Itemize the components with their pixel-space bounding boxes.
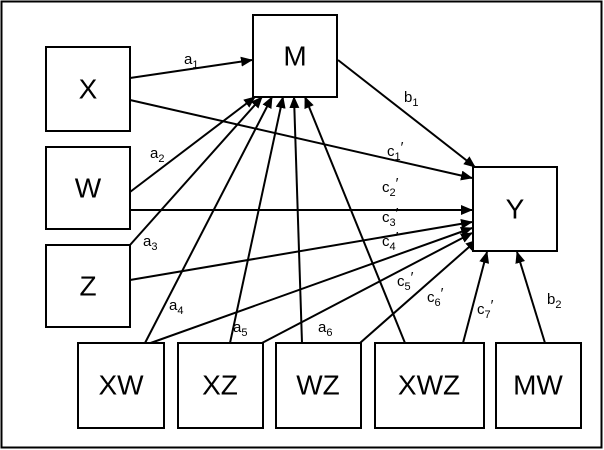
edges bbox=[129, 56, 546, 346]
node-label-x: X bbox=[79, 74, 98, 105]
edge-xwz-m bbox=[304, 96, 406, 344]
edge-xw-m bbox=[144, 96, 273, 344]
edge-m-y bbox=[337, 59, 476, 168]
edge-w-m bbox=[129, 96, 256, 193]
label-c4: c4′ bbox=[382, 229, 399, 253]
node-m: M bbox=[252, 14, 338, 98]
edge-xwz-y bbox=[462, 251, 490, 344]
label-a3: a3 bbox=[143, 233, 157, 253]
node-xw: XW bbox=[77, 342, 165, 429]
label-c1: c1′ bbox=[387, 139, 404, 163]
edge-xz-m bbox=[229, 96, 286, 344]
edge-x-m bbox=[129, 56, 253, 79]
node-label-m: M bbox=[283, 41, 306, 72]
node-w: W bbox=[45, 146, 131, 230]
node-label-y: Y bbox=[506, 194, 525, 225]
label-c3: c3′ bbox=[382, 205, 399, 229]
label-c2: c2′ bbox=[382, 175, 399, 199]
node-label-mw: MW bbox=[513, 370, 563, 401]
edge-mw-y bbox=[515, 251, 546, 344]
node-xz: XZ bbox=[177, 342, 264, 429]
edge-wz-m bbox=[289, 96, 303, 344]
label-b2: b2 bbox=[547, 291, 561, 311]
node-label-xw: XW bbox=[98, 370, 144, 401]
node-label-xwz: XWZ bbox=[398, 370, 460, 401]
edge-z-m bbox=[129, 96, 263, 246]
label-c5: c5′ bbox=[397, 269, 414, 293]
node-x: X bbox=[45, 46, 131, 132]
node-label-z: Z bbox=[79, 271, 96, 302]
edge-z-y bbox=[129, 218, 473, 281]
edge-wz-y bbox=[359, 239, 478, 344]
label-a1: a1 bbox=[184, 51, 198, 71]
node-wz: WZ bbox=[275, 342, 362, 429]
label-a6: a6 bbox=[318, 319, 332, 339]
label-a4: a4 bbox=[169, 297, 183, 317]
node-label-wz: WZ bbox=[296, 370, 340, 401]
edge-x-y bbox=[129, 99, 473, 181]
label-a2: a2 bbox=[150, 145, 164, 165]
edge-labels: a1 a2 a3 a4 a5 a6 b1 b2 c1′ c2′ c3′ c4′ … bbox=[143, 51, 561, 339]
node-label-xz: XZ bbox=[202, 370, 238, 401]
node-xwz: XWZ bbox=[374, 342, 485, 429]
node-mw: MW bbox=[495, 342, 582, 429]
edge-xz-y bbox=[261, 232, 473, 344]
node-y: Y bbox=[472, 166, 558, 252]
node-label-w: W bbox=[75, 173, 102, 204]
edge-xw-y bbox=[144, 226, 473, 346]
label-b1: b1 bbox=[404, 89, 418, 109]
node-z: Z bbox=[45, 244, 131, 328]
label-a5: a5 bbox=[233, 319, 247, 339]
label-c6: c6′ bbox=[427, 285, 444, 309]
label-c7: c7′ bbox=[477, 297, 494, 321]
